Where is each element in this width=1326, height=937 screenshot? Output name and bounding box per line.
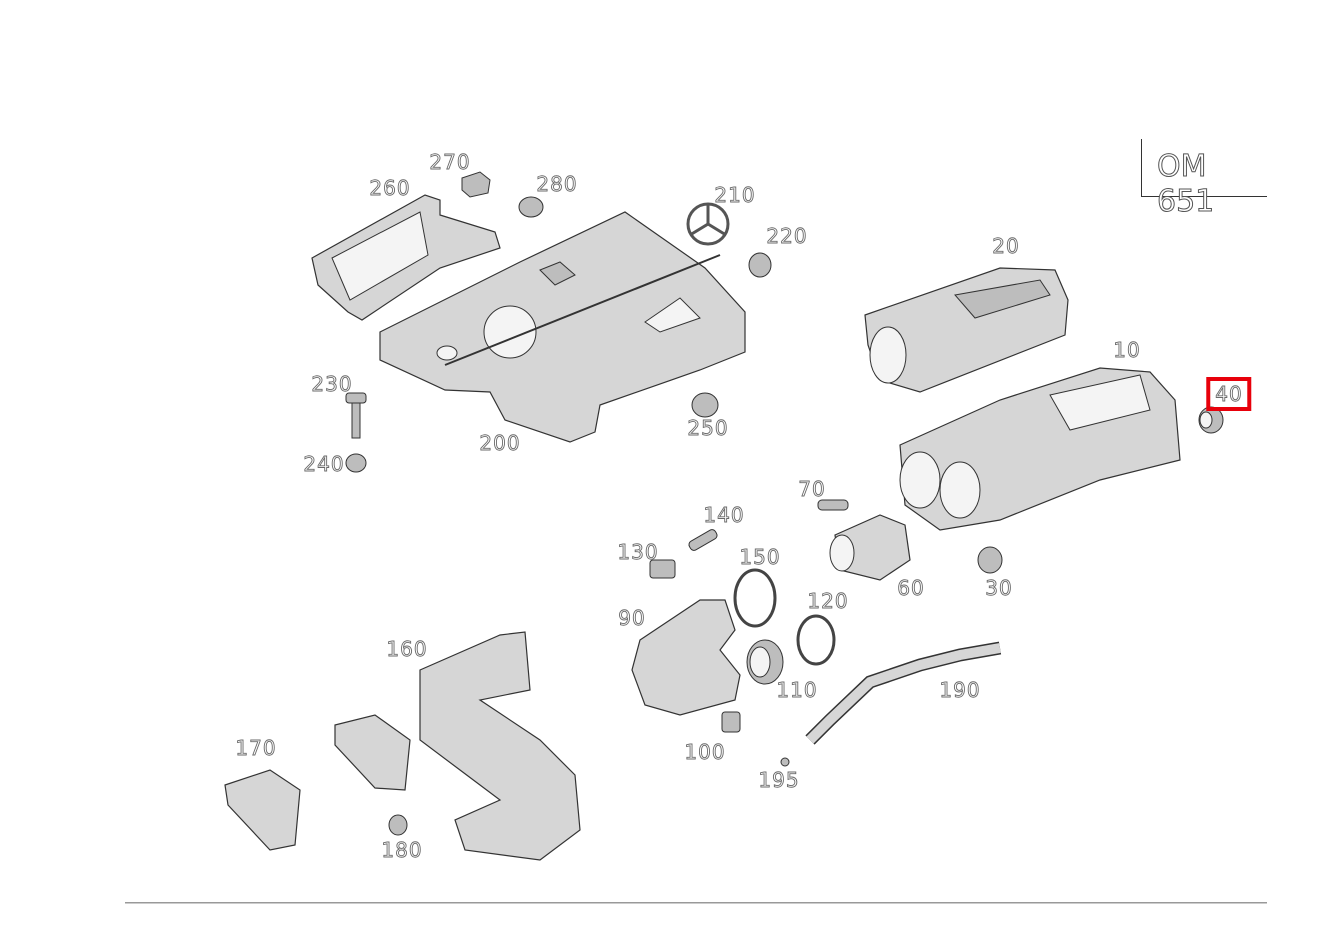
callout-210[interactable]: 210: [714, 183, 756, 207]
callout-260[interactable]: 260: [369, 176, 411, 200]
callout-110[interactable]: 110: [776, 678, 818, 702]
callout-270[interactable]: 270: [429, 150, 471, 174]
callout-20[interactable]: 20: [992, 234, 1020, 258]
callout-220[interactable]: 220: [766, 224, 808, 248]
callout-70[interactable]: 70: [798, 477, 826, 501]
part-40-grommet[interactable]: [1198, 406, 1224, 434]
callout-240[interactable]: 240: [303, 452, 345, 476]
callout-230[interactable]: 230: [311, 372, 353, 396]
part-150-clamp[interactable]: [733, 568, 777, 628]
part-260-frame[interactable]: [311, 194, 501, 321]
callout-200[interactable]: 200: [479, 431, 521, 455]
callout-250[interactable]: 250: [687, 416, 729, 440]
part-10-filter-housing[interactable]: [899, 367, 1181, 531]
part-240-clip[interactable]: [345, 453, 367, 473]
part-200-engine-cover[interactable]: [379, 211, 746, 443]
callout-100[interactable]: 100: [684, 740, 726, 764]
part-280-cap[interactable]: [518, 196, 544, 218]
part-210-star-emblem[interactable]: [686, 202, 730, 246]
callout-170[interactable]: 170: [235, 736, 277, 760]
callout-10[interactable]: 10: [1113, 338, 1141, 362]
part-160-air-duct[interactable]: [334, 631, 581, 861]
part-60-sensor[interactable]: [829, 514, 911, 581]
part-220-grommet[interactable]: [748, 252, 772, 278]
part-230-pin[interactable]: [345, 392, 367, 439]
callout-90[interactable]: 90: [618, 606, 646, 630]
part-170-duct[interactable]: [224, 769, 301, 851]
part-250-grommet[interactable]: [691, 392, 719, 418]
part-20-filter-cover[interactable]: [864, 267, 1069, 393]
part-140-bolt[interactable]: [688, 528, 719, 552]
callout-60[interactable]: 60: [897, 576, 925, 600]
callout-130[interactable]: 130: [617, 540, 659, 564]
footer-divider: [125, 902, 1267, 904]
part-270-nut[interactable]: [461, 171, 491, 198]
part-190-breather-hose[interactable]: [805, 641, 1002, 745]
part-195-clip[interactable]: [780, 757, 790, 767]
part-130-sensor[interactable]: [649, 559, 676, 579]
callout-150[interactable]: 150: [739, 545, 781, 569]
callout-180[interactable]: 180: [381, 838, 423, 862]
part-110-hose[interactable]: [746, 639, 784, 685]
part-120-clamp[interactable]: [796, 614, 836, 666]
callout-160[interactable]: 160: [386, 637, 428, 661]
callout-280[interactable]: 280: [536, 172, 578, 196]
callout-190[interactable]: 190: [939, 678, 981, 702]
callout-140[interactable]: 140: [703, 503, 745, 527]
callout-30[interactable]: 30: [985, 576, 1013, 600]
callout-40-highlighted[interactable]: 40: [1206, 377, 1252, 411]
callout-120[interactable]: 120: [807, 589, 849, 613]
part-100-sensor[interactable]: [721, 711, 741, 733]
part-30-grommet[interactable]: [977, 546, 1003, 574]
part-70-bolt[interactable]: [817, 499, 849, 511]
part-180-clip[interactable]: [388, 814, 408, 836]
callout-195[interactable]: 195: [758, 768, 800, 792]
model-designation-box: OM 651: [1141, 139, 1267, 220]
part-90-intake-pipe[interactable]: [631, 599, 741, 716]
model-designation: OM 651: [1157, 149, 1215, 220]
